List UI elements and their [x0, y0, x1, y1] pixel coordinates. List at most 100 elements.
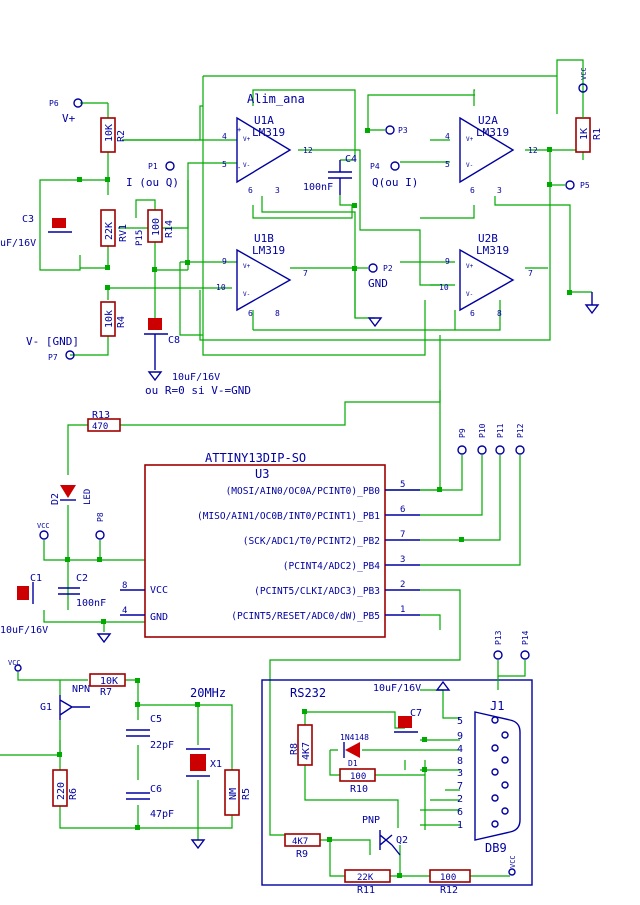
svg-text:V-: V- — [466, 162, 473, 169]
svg-text:R9: R9 — [296, 849, 308, 860]
svg-text:R14: R14 — [164, 220, 175, 238]
mcu-pin-label: (PCINT4/ADC2)_PB4 — [283, 561, 381, 572]
svg-text:P14: P14 — [521, 630, 530, 645]
svg-text:12: 12 — [303, 146, 313, 155]
svg-text:Q(ou I): Q(ou I) — [372, 176, 418, 189]
oscillator-junctions — [57, 678, 200, 830]
svg-text:P4: P4 — [370, 162, 380, 171]
led-d2: D2 LED — [50, 485, 93, 505]
svg-text:7: 7 — [528, 269, 533, 278]
svg-text:V-: V- — [243, 291, 250, 298]
svg-text:uF/16V: uF/16V — [0, 238, 36, 249]
svg-text:100: 100 — [440, 873, 456, 883]
mcu-junctions — [65, 487, 464, 624]
svg-text:P10: P10 — [478, 423, 487, 438]
svg-text:+: + — [237, 126, 241, 134]
svg-text:VCC: VCC — [8, 659, 21, 667]
capacitor-c6: C6 47pF — [126, 784, 174, 820]
svg-text:R11: R11 — [357, 885, 375, 896]
svg-text:V+: V+ — [466, 263, 474, 270]
svg-text:6: 6 — [248, 309, 253, 318]
rs232-testpoints: P13 P14 VCC — [493, 630, 530, 876]
svg-text:6: 6 — [470, 309, 475, 318]
mcu-pin-list: (MOSI/AIN0/OC0A/PCINT0)_PB05(MISO/AIN1/O… — [197, 480, 420, 622]
capacitor-c8: C8 10uF/16V ou R=0 si V-=GND — [144, 318, 251, 397]
svg-text:C5: C5 — [150, 714, 162, 725]
svg-text:R12: R12 — [440, 885, 458, 896]
db9-pin-contact — [501, 756, 509, 764]
db9-pin-contact — [501, 781, 509, 789]
capacitor-c4: C4 100nF — [303, 154, 357, 195]
svg-text:C7: C7 — [410, 708, 422, 719]
db9-pin-contact — [491, 744, 499, 752]
svg-text:22K: 22K — [357, 873, 374, 883]
svg-text:V- [GND]: V- [GND] — [26, 335, 79, 348]
svg-text:5: 5 — [445, 160, 450, 169]
mcu-pin-label: (PCINT5/CLKI/ADC3)_PB3 — [254, 586, 380, 597]
mcu-pin-number: 5 — [400, 480, 405, 490]
db9-pin-number: 9 — [457, 731, 463, 742]
u1b-label: U1B — [254, 232, 274, 245]
db9-pin-contact — [491, 768, 499, 776]
svg-text:4: 4 — [122, 606, 127, 616]
db9-pin-number: 7 — [457, 781, 463, 792]
svg-text:V+: V+ — [243, 263, 251, 270]
svg-text:P6: P6 — [49, 99, 59, 108]
svg-text:10uF/16V: 10uF/16V — [373, 683, 421, 694]
u1b-part: LM319 — [252, 244, 285, 257]
svg-text:R2: R2 — [116, 130, 127, 142]
db9-pin-contact — [501, 807, 509, 815]
resistor-r1: 1K R1 — [575, 95, 603, 153]
svg-text:VCC: VCC — [37, 522, 50, 530]
analog-wires — [39, 59, 592, 356]
svg-text:9: 9 — [222, 257, 227, 266]
svg-text:C4: C4 — [345, 154, 357, 165]
svg-text:6: 6 — [470, 186, 475, 195]
svg-text:4: 4 — [445, 132, 450, 141]
mcu-pin-number: 7 — [400, 530, 405, 540]
db9-pin-contact — [491, 820, 499, 828]
mcu-name: ATTINY13DIP-SO — [205, 451, 306, 465]
svg-text:9: 9 — [445, 257, 450, 266]
potentiometer-rv1: 22K RV1 — [100, 209, 129, 247]
testpoints-analog: P6 V+ P7 V- [GND] P1 I (ou Q) P3 P4 Q(ou… — [26, 67, 590, 362]
db9-pin-number: 2 — [457, 794, 463, 805]
db9-label: DB9 — [485, 841, 507, 855]
svg-text:C2: C2 — [76, 573, 88, 584]
svg-text:10uF/16V: 10uF/16V — [172, 372, 220, 383]
rs232-label: RS232 — [290, 686, 326, 700]
svg-text:3: 3 — [275, 186, 280, 195]
u1a-label: U1A — [254, 114, 274, 127]
oscillator-frequency: 20MHz — [190, 686, 226, 700]
svg-text:22pF: 22pF — [150, 740, 174, 751]
svg-text:P9: P9 — [458, 428, 467, 438]
svg-text:220: 220 — [56, 782, 67, 800]
svg-text:V-: V- — [466, 291, 473, 298]
svg-text:I (ou Q): I (ou Q) — [126, 176, 179, 189]
svg-text:10: 10 — [439, 283, 449, 292]
svg-text:7: 7 — [303, 269, 308, 278]
mcu-pin-number: 3 — [400, 555, 405, 565]
vcc-oscillator: VCC — [8, 659, 22, 672]
svg-text:PNP: PNP — [362, 815, 380, 826]
svg-text:P8: P8 — [96, 512, 105, 522]
alim-ana-label: Alim_ana — [247, 92, 305, 106]
resistor-r12: 100 R12 — [429, 869, 471, 896]
u1a-part: LM319 — [252, 126, 285, 139]
svg-text:47pF: 47pF — [150, 809, 174, 820]
svg-text:470: 470 — [92, 422, 108, 432]
svg-text:VCC: VCC — [580, 67, 588, 80]
mcu-ref: U3 — [255, 467, 269, 481]
svg-text:P13: P13 — [494, 630, 503, 645]
svg-text:100nF: 100nF — [76, 598, 106, 609]
db9-pin-contact — [501, 731, 509, 739]
svg-text:10K: 10K — [104, 124, 115, 142]
u2b-part: LM319 — [476, 244, 509, 257]
svg-text:10: 10 — [216, 283, 226, 292]
